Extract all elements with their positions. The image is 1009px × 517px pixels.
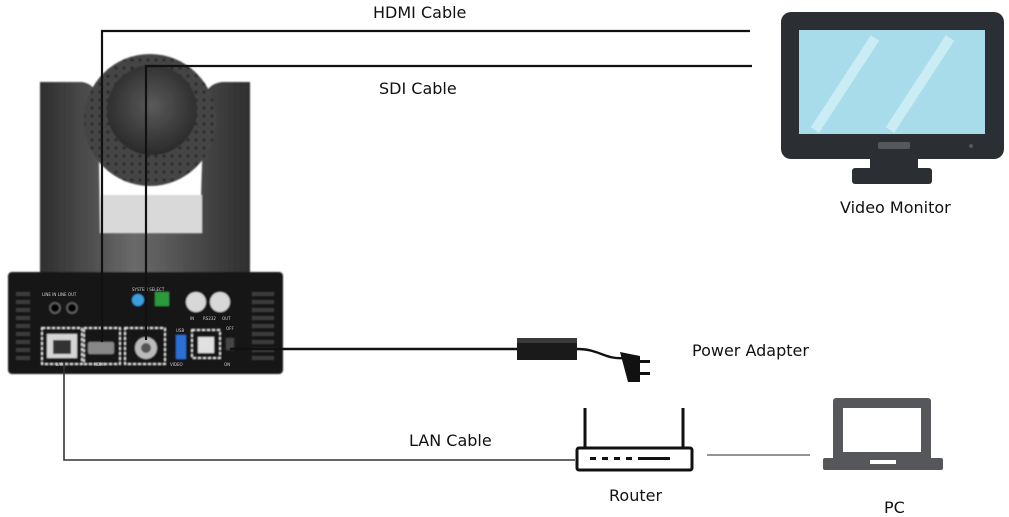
panel-usb: USB xyxy=(176,328,184,333)
panel-rs232-in: IN xyxy=(190,316,194,321)
panel-system-select: SYSTEM SELECT xyxy=(132,287,165,292)
pc-label: PC xyxy=(884,498,905,517)
hdmi-cable-label: HDMI Cable xyxy=(373,3,467,22)
router-label: Router xyxy=(609,486,663,505)
panel-line-in-out: LINE IN LINE OUT xyxy=(42,292,77,297)
sdi-cable xyxy=(144,64,752,340)
monitor-icon xyxy=(781,12,1004,184)
panel-lan: LAN xyxy=(56,362,64,367)
pc-icon xyxy=(823,398,943,470)
lan-cable-label: LAN Cable xyxy=(409,431,492,450)
panel-rs232-label: RS232 xyxy=(203,316,216,321)
panel-hdmi: HDMI xyxy=(94,362,105,367)
lan-port-highlight xyxy=(41,327,83,365)
power-port-highlight xyxy=(191,329,221,359)
panel-video: VIDEO xyxy=(170,362,183,367)
panel-rs232-out: OUT xyxy=(222,316,231,321)
hdmi-cable xyxy=(100,29,750,342)
power-adapter-label: Power Adapter xyxy=(692,341,809,360)
panel-off: OFF xyxy=(226,326,234,331)
power-adapter-icon xyxy=(517,338,650,382)
panel-power: ON xyxy=(224,362,230,367)
lan-cable xyxy=(63,362,575,461)
router-icon xyxy=(575,408,694,472)
camera-lens xyxy=(107,65,197,155)
sdi-cable-label: SDI Cable xyxy=(379,79,457,98)
video-monitor-label: Video Monitor xyxy=(840,198,951,217)
